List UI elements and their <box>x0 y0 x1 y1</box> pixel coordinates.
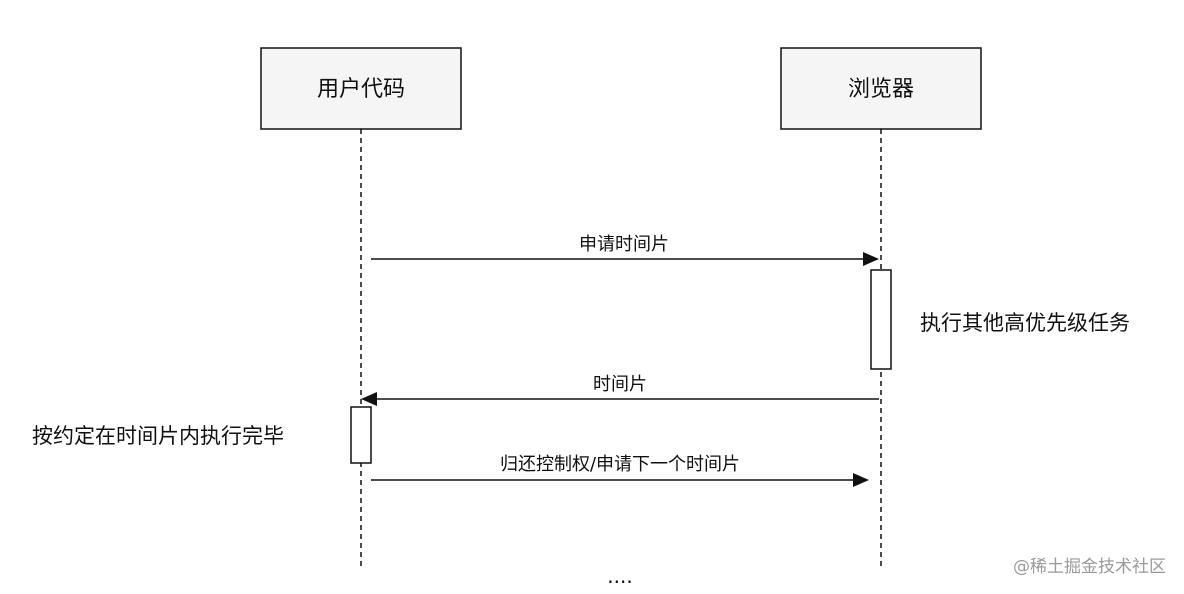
note-browser-task: 执行其他高优先级任务 <box>920 311 1130 335</box>
message-return-control-label: 归还控制权/申请下一个时间片 <box>500 454 740 475</box>
watermark-text: @稀土掘金技术社区 <box>1013 557 1166 577</box>
message-time-slice-label: 时间片 <box>593 374 647 395</box>
participant-user-code-box <box>260 47 462 130</box>
participant-user-code: 用户代码 <box>260 47 462 130</box>
message-return-control-arrowhead <box>853 473 869 487</box>
message-time-slice-arrowhead <box>361 392 377 406</box>
participant-browser: 浏览器 <box>780 47 982 130</box>
participant-browser-box <box>780 47 982 130</box>
message-time-slice: 时间片 <box>361 374 879 406</box>
message-request-time-slice-arrowhead <box>863 252 879 266</box>
note-user-task: 按约定在时间片内执行完毕 <box>32 424 284 448</box>
activation-user-code <box>350 406 372 464</box>
continuation-ellipsis: .... <box>607 564 632 588</box>
participant-user-code-label: 用户代码 <box>317 77 405 102</box>
message-return-control: 归还控制权/申请下一个时间片 <box>371 454 869 487</box>
activation-browser <box>870 269 892 370</box>
message-request-time-slice-label: 申请时间片 <box>579 234 669 255</box>
message-request-time-slice: 申请时间片 <box>371 234 879 266</box>
participant-browser-label: 浏览器 <box>848 77 914 102</box>
